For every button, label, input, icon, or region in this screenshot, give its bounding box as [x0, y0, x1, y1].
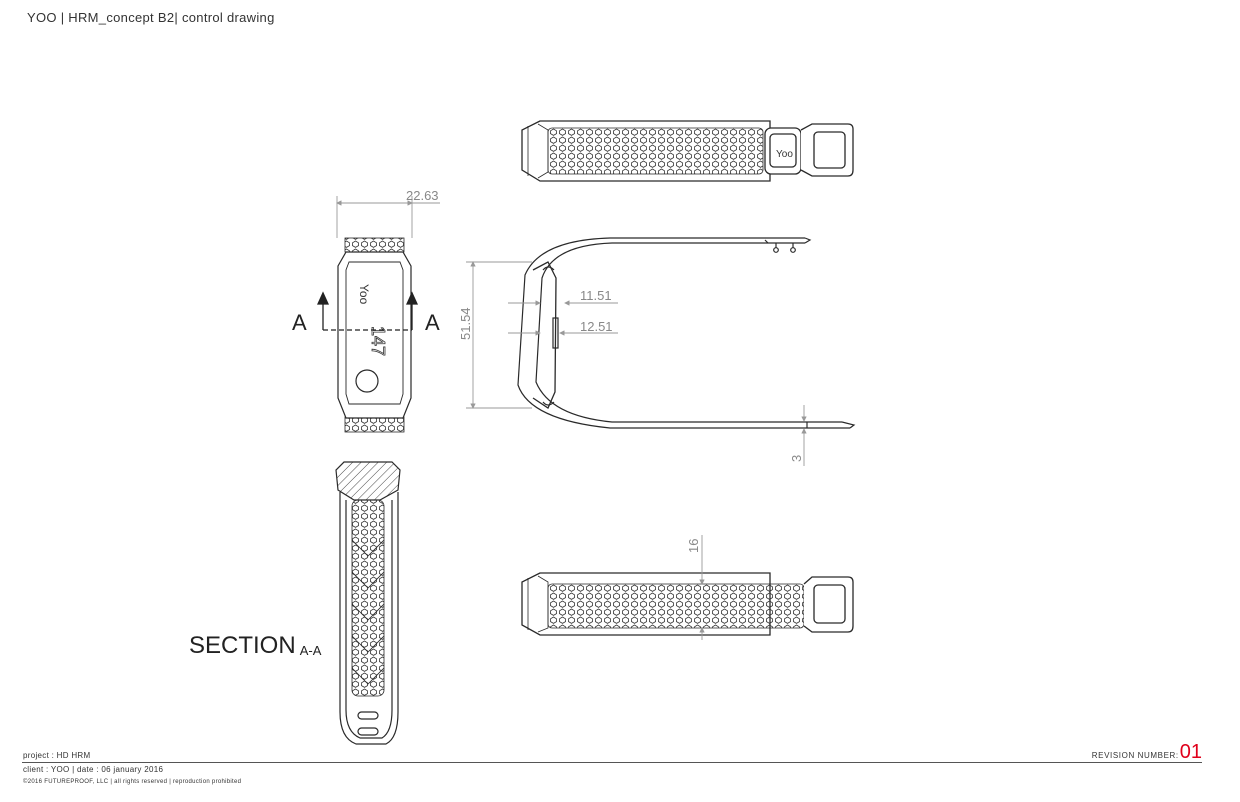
footer-project: project : HD HRM	[23, 751, 91, 760]
logo-text-front: Yoo	[357, 284, 371, 305]
footer-client: client : YOO | date : 06 january 2016	[23, 765, 164, 774]
footer-copyright: ©2016 FUTUREPROOF, LLC | all rights rese…	[23, 779, 242, 785]
dimension-height-label: 51.54	[458, 307, 473, 340]
bottom-view-band	[521, 572, 854, 636]
dimension-thickness-label: 3	[789, 455, 804, 462]
side-view-band	[517, 237, 856, 429]
drawing-title: YOO | HRM_concept B2| control drawing	[27, 10, 275, 25]
dimension-strap-label: 16	[686, 539, 701, 553]
revision-number: 01	[1179, 741, 1202, 763]
dimension-inner	[508, 300, 618, 336]
dimension-width-label: 22.63	[406, 188, 439, 203]
dimension-height	[466, 261, 532, 409]
dimension-inner-1-label: 11.51	[580, 288, 612, 303]
revision-label: REVISION NUMBER:	[1091, 751, 1179, 760]
logo-text-top: Yoo	[776, 149, 793, 160]
dimension-width	[336, 196, 440, 238]
top-view-band: Yoo	[521, 120, 854, 182]
section-marker-right: A	[425, 310, 440, 335]
section-cut-line	[316, 291, 419, 331]
dimension-inner-2-label: 12.51	[580, 319, 613, 334]
footer-rule	[22, 762, 1202, 763]
svg-text:147: 147	[368, 326, 388, 356]
section-title-sub: A-A	[299, 643, 322, 658]
section-marker-left: A	[292, 310, 307, 335]
section-title-main: SECTION	[189, 632, 296, 659]
section-view	[335, 461, 401, 745]
front-view-device: Yoo 147	[337, 237, 412, 433]
revision-block: REVISION NUMBER:01	[1092, 741, 1202, 764]
